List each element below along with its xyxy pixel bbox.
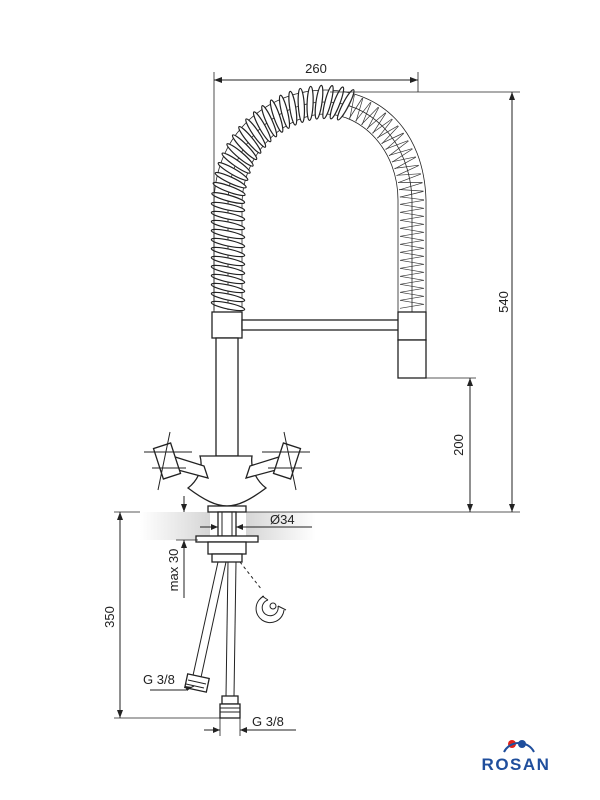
dimension-thread-side: G 3/8	[143, 672, 195, 691]
dimension-thread-bottom: G 3/8	[204, 714, 296, 736]
mounting-assembly	[184, 511, 287, 719]
spout-height-label: 200	[451, 434, 466, 456]
max-countertop-label: max 30	[166, 549, 181, 592]
hose-length-label: 350	[102, 606, 117, 628]
faucet-body	[144, 311, 427, 513]
spout-reach-label: 260	[305, 61, 327, 76]
brand-name: ROSAN	[482, 755, 551, 774]
dimension-hose-length: 350	[102, 511, 222, 719]
dimension-hole-diameter: Ø34	[200, 512, 312, 530]
hole-diameter-label: Ø34	[270, 512, 295, 527]
dimension-spout-reach: 260	[213, 61, 419, 312]
thread-bottom-label: G 3/8	[252, 714, 284, 729]
thread-side-label: G 3/8	[143, 672, 175, 687]
dimension-total-height: 540	[246, 91, 520, 513]
total-height-label: 540	[496, 291, 511, 313]
countertop	[140, 512, 316, 540]
wrench-icon	[255, 595, 287, 624]
brand-logo: ROSAN	[482, 740, 551, 774]
dimension-spout-height: 200	[426, 377, 476, 512]
spring-coil	[210, 84, 427, 312]
dimension-max-countertop: max 30	[166, 496, 198, 598]
